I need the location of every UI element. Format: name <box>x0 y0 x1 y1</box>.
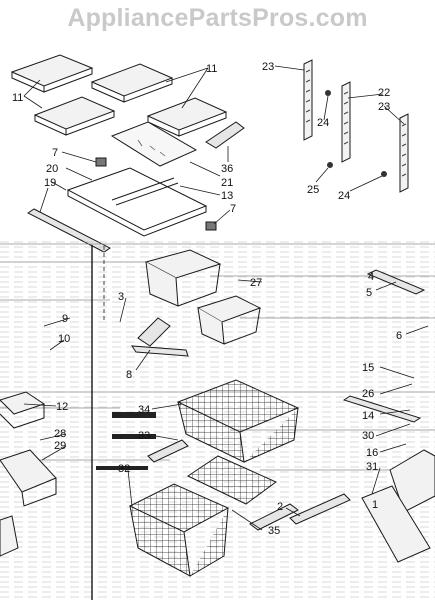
callout-13: 13 <box>221 190 233 202</box>
callout-9: 9 <box>62 313 68 325</box>
trim-piece-lower <box>289 493 351 525</box>
scan-artifact-blocks <box>96 412 156 470</box>
callout-15: 15 <box>362 362 374 374</box>
crisper-drawer-upper <box>144 249 222 307</box>
crisper-drawer-lower <box>196 295 262 345</box>
callout-4: 4 <box>368 271 374 283</box>
callout-29: 29 <box>54 440 66 452</box>
callout-7: 7 <box>52 147 58 159</box>
leader-lines <box>23 65 429 531</box>
callout-20: 20 <box>46 163 58 175</box>
callout-23: 23 <box>378 101 390 113</box>
callout-10: 10 <box>58 333 70 345</box>
side-tray-left-lower <box>0 449 57 507</box>
callout-36: 36 <box>221 163 233 175</box>
wire-basket-upper <box>176 379 300 463</box>
callout-5: 5 <box>366 287 372 299</box>
callout-24: 24 <box>317 117 329 129</box>
shelf-upper-middle <box>90 63 174 103</box>
callout-31: 31 <box>366 461 378 473</box>
callout-19: 19 <box>44 177 56 189</box>
callout-14: 14 <box>362 410 374 422</box>
callout-35: 35 <box>268 525 280 537</box>
callout-30: 30 <box>362 430 374 442</box>
shelf-rail-left <box>303 59 313 141</box>
callout-16: 16 <box>366 447 378 459</box>
rail-screws <box>325 90 387 177</box>
right-bin-bottom <box>361 485 431 563</box>
callout-11: 11 <box>206 63 217 75</box>
watermark-logo: AppliancePartsPros.com <box>67 4 368 32</box>
callout-22: 22 <box>378 87 390 99</box>
callout-8: 8 <box>126 369 132 381</box>
side-bin-left-bottom <box>0 515 19 557</box>
wire-shelf-grid <box>186 455 277 505</box>
callout-2: 2 <box>277 501 283 513</box>
shelf-end-cap <box>205 121 245 149</box>
shelf-upper-left <box>10 54 94 93</box>
glass-shelf-insert <box>110 121 198 167</box>
callout-7: 7 <box>230 203 236 215</box>
callout-3: 3 <box>118 291 124 303</box>
callout-23: 23 <box>262 61 274 73</box>
shelf-rail-middle <box>341 81 351 163</box>
callout-1: 1 <box>372 499 378 511</box>
callout-11: 11 <box>12 92 23 104</box>
callout-32: 32 <box>118 463 130 475</box>
callout-21: 21 <box>221 177 233 189</box>
callout-26: 26 <box>362 388 374 400</box>
wire-basket-lower <box>128 483 230 577</box>
callout-34: 34 <box>138 404 150 416</box>
callout-33: 33 <box>138 430 150 442</box>
callout-27: 27 <box>250 277 262 289</box>
shelf-frame <box>66 157 217 237</box>
callout-25: 25 <box>307 184 319 196</box>
callout-24: 24 <box>338 190 350 202</box>
callout-labels: 11 11 23 22 23 24 7 36 20 21 19 13 7 25 … <box>12 61 402 537</box>
drawer-cover-front <box>131 317 189 357</box>
callout-6: 6 <box>396 330 402 342</box>
shelf-middle-right <box>146 97 228 137</box>
shelf-middle-left <box>33 96 116 136</box>
shelf-rail-right <box>399 113 409 193</box>
side-tray-left-upper <box>0 391 46 429</box>
basket-divider <box>147 439 299 531</box>
callout-28: 28 <box>54 428 66 440</box>
callout-12: 12 <box>56 401 68 413</box>
